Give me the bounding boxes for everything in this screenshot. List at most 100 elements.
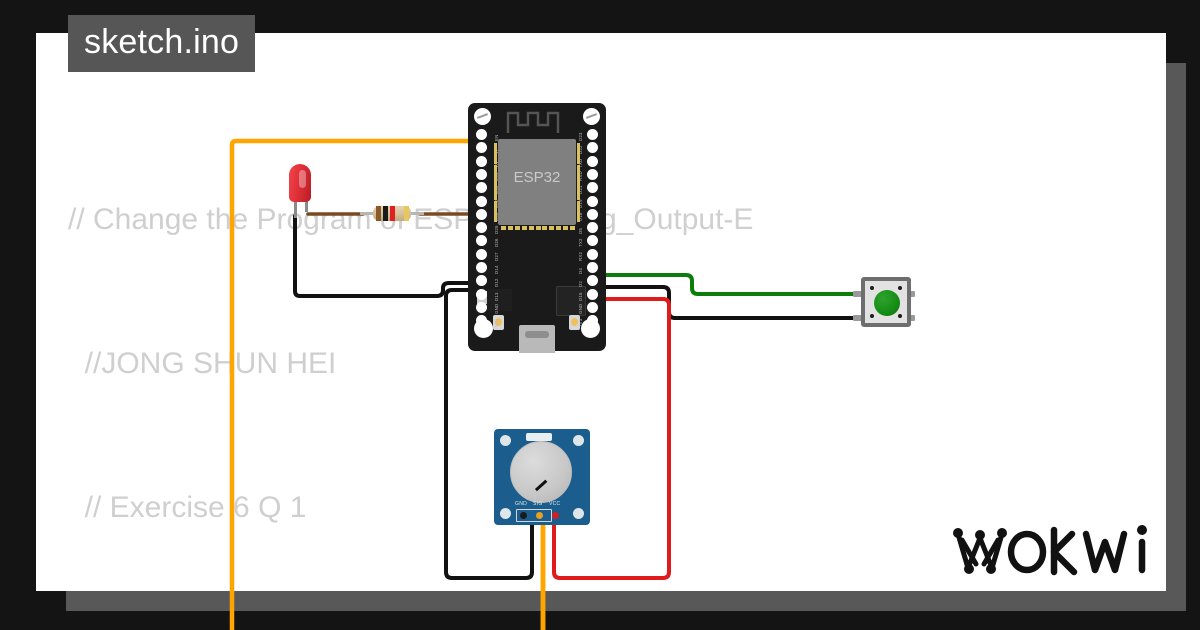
esp32-pin-d14[interactable] — [476, 262, 487, 273]
esp32-pin-d23-r[interactable] — [587, 129, 598, 140]
esp32-pin-label-d25: D25 — [494, 225, 499, 235]
esp32-shield-pad — [577, 207, 580, 215]
esp32-pin-d32[interactable] — [476, 195, 487, 207]
esp32-pin-en[interactable] — [476, 129, 487, 140]
pushbutton-cap[interactable] — [874, 290, 900, 316]
esp32-pin-d2-r[interactable] — [587, 275, 598, 287]
esp32-pin-txd-r[interactable] — [587, 155, 598, 167]
esp32-pin-d19-r[interactable] — [587, 195, 598, 207]
esp32-mount-hole-top-left — [474, 108, 491, 125]
esp32-pin-d22-r[interactable] — [587, 142, 598, 154]
esp32-pin-d15-r[interactable] — [587, 288, 598, 300]
esp32-shield-pad — [494, 157, 497, 165]
esp32-shield-pad — [570, 226, 575, 230]
pot-pad-gnd[interactable] — [520, 512, 527, 519]
esp32-shield-pad — [577, 171, 580, 179]
esp32-shield-pad — [535, 226, 541, 230]
esp32-pin-label-gnd-r: GND — [578, 303, 583, 314]
esp32-voltage-regulator — [477, 289, 512, 311]
esp32-pin-d18-r[interactable] — [587, 208, 598, 220]
esp32-shield-pad — [549, 226, 555, 230]
part-esp32-board[interactable]: ESP32 ENVPVND34D35D32D33D25D26D27D14D12D… — [468, 103, 606, 353]
esp32-pin-label-tx2-r: TX2 — [578, 238, 583, 248]
esp32-pin-vn[interactable] — [476, 155, 487, 167]
resistor-band-3 — [390, 206, 395, 221]
led-highlight — [299, 170, 306, 188]
esp32-shield-pad — [577, 186, 580, 194]
file-tab-label[interactable]: sketch.ino — [68, 15, 256, 72]
esp32-pin-label-d13: D13 — [494, 291, 499, 301]
esp32-shield-pad — [577, 157, 580, 165]
esp32-shield-pad — [494, 193, 497, 201]
pot-mount-hole-br — [573, 508, 584, 519]
esp32-label: ESP32 — [513, 169, 561, 186]
esp32-pin-label-gnd: GND — [494, 303, 499, 314]
part-pushbutton-green[interactable] — [853, 277, 915, 333]
pot-pad-vcc[interactable] — [552, 512, 559, 519]
esp32-pin-label-d12: D12 — [494, 278, 499, 288]
esp32-shield-pad — [494, 215, 497, 222]
esp32-pin-label-vin: VIN — [494, 319, 499, 328]
esp32-shield-pad — [577, 215, 580, 222]
esp32-pin-rx2-r[interactable] — [587, 248, 598, 260]
esp32-shield-pad — [577, 143, 580, 150]
resistor-band-1 — [376, 206, 381, 221]
esp32-pin-d5-r[interactable] — [587, 222, 598, 234]
resistor-band-2 — [383, 206, 388, 221]
resistor-band-tolerance — [404, 206, 409, 221]
pot-label-vcc: VCC — [549, 501, 561, 507]
esp32-shield-pad — [494, 164, 497, 172]
esp32-pin-tx2-r[interactable] — [587, 235, 598, 247]
esp32-pin-label-d5-r: D5 — [578, 228, 583, 235]
pot-label-sig: SIG — [533, 501, 543, 507]
pushbutton-rivet-br — [898, 314, 902, 318]
esp32-shield-pad — [501, 226, 506, 230]
led-bulb — [289, 164, 311, 202]
esp32-shield-pad — [577, 150, 580, 158]
esp32-shield-pad — [507, 226, 513, 230]
esp32-pin-d13[interactable] — [476, 288, 487, 300]
pot-label-gnd: GND — [515, 501, 528, 507]
esp32-shield-pad — [494, 150, 497, 158]
esp32-pin-label-rx2-r: RX2 — [578, 251, 583, 261]
pot-mount-hole-tl — [500, 435, 511, 446]
esp32-pin-label-en: EN — [494, 134, 499, 142]
pot-knob[interactable] — [510, 441, 572, 503]
part-potentiometer-module[interactable]: GND SIG VCC — [494, 429, 590, 525]
esp32-pin-label-d15-r: D15 — [578, 291, 583, 301]
esp32-pin-label-d2-r: D2 — [578, 281, 583, 288]
esp32-pin-label-3v3-r: 3V3 — [578, 318, 583, 328]
esp32-shield-pad — [494, 171, 497, 179]
esp32-pin-d27[interactable] — [476, 248, 487, 260]
pot-knob-notch — [526, 433, 552, 441]
esp32-pin-d34[interactable] — [476, 168, 487, 180]
esp32-antenna-trace — [506, 111, 560, 133]
esp32-pin-d33[interactable] — [476, 208, 487, 220]
esp32-pin-gnd[interactable] — [476, 301, 487, 313]
part-led-red[interactable] — [283, 164, 317, 222]
esp32-shield-pad — [514, 226, 520, 230]
pot-knob-pointer — [534, 479, 548, 491]
esp32-pin-label-d26: D26 — [494, 238, 499, 248]
wokwi-logo — [953, 525, 1147, 576]
esp32-shield-pad — [577, 193, 580, 201]
esp32-shield-pad — [542, 226, 548, 230]
esp32-shield-pad — [563, 226, 569, 230]
esp32-pin-d21-r[interactable] — [587, 182, 598, 194]
esp32-shield-pad — [521, 226, 527, 230]
esp32-shield-pad — [494, 143, 497, 150]
esp32-shield-pad — [556, 226, 562, 230]
esp32-shield-pad — [528, 226, 534, 230]
esp32-micro-usb-connector — [519, 325, 555, 353]
esp32-shield-pad — [577, 164, 580, 172]
pot-mount-hole-bl — [500, 508, 511, 519]
esp32-shield-pad — [494, 200, 497, 208]
esp32-pin-rxd-r[interactable] — [587, 168, 598, 180]
part-resistor-1k[interactable] — [360, 203, 424, 225]
esp32-pin-label-d4-r: D4 — [578, 267, 583, 274]
esp32-shield-pad — [577, 200, 580, 208]
esp32-pin-gnd-r[interactable] — [587, 301, 598, 313]
pot-pad-sig[interactable] — [536, 512, 543, 519]
esp32-pin-d4-r[interactable] — [587, 262, 598, 273]
